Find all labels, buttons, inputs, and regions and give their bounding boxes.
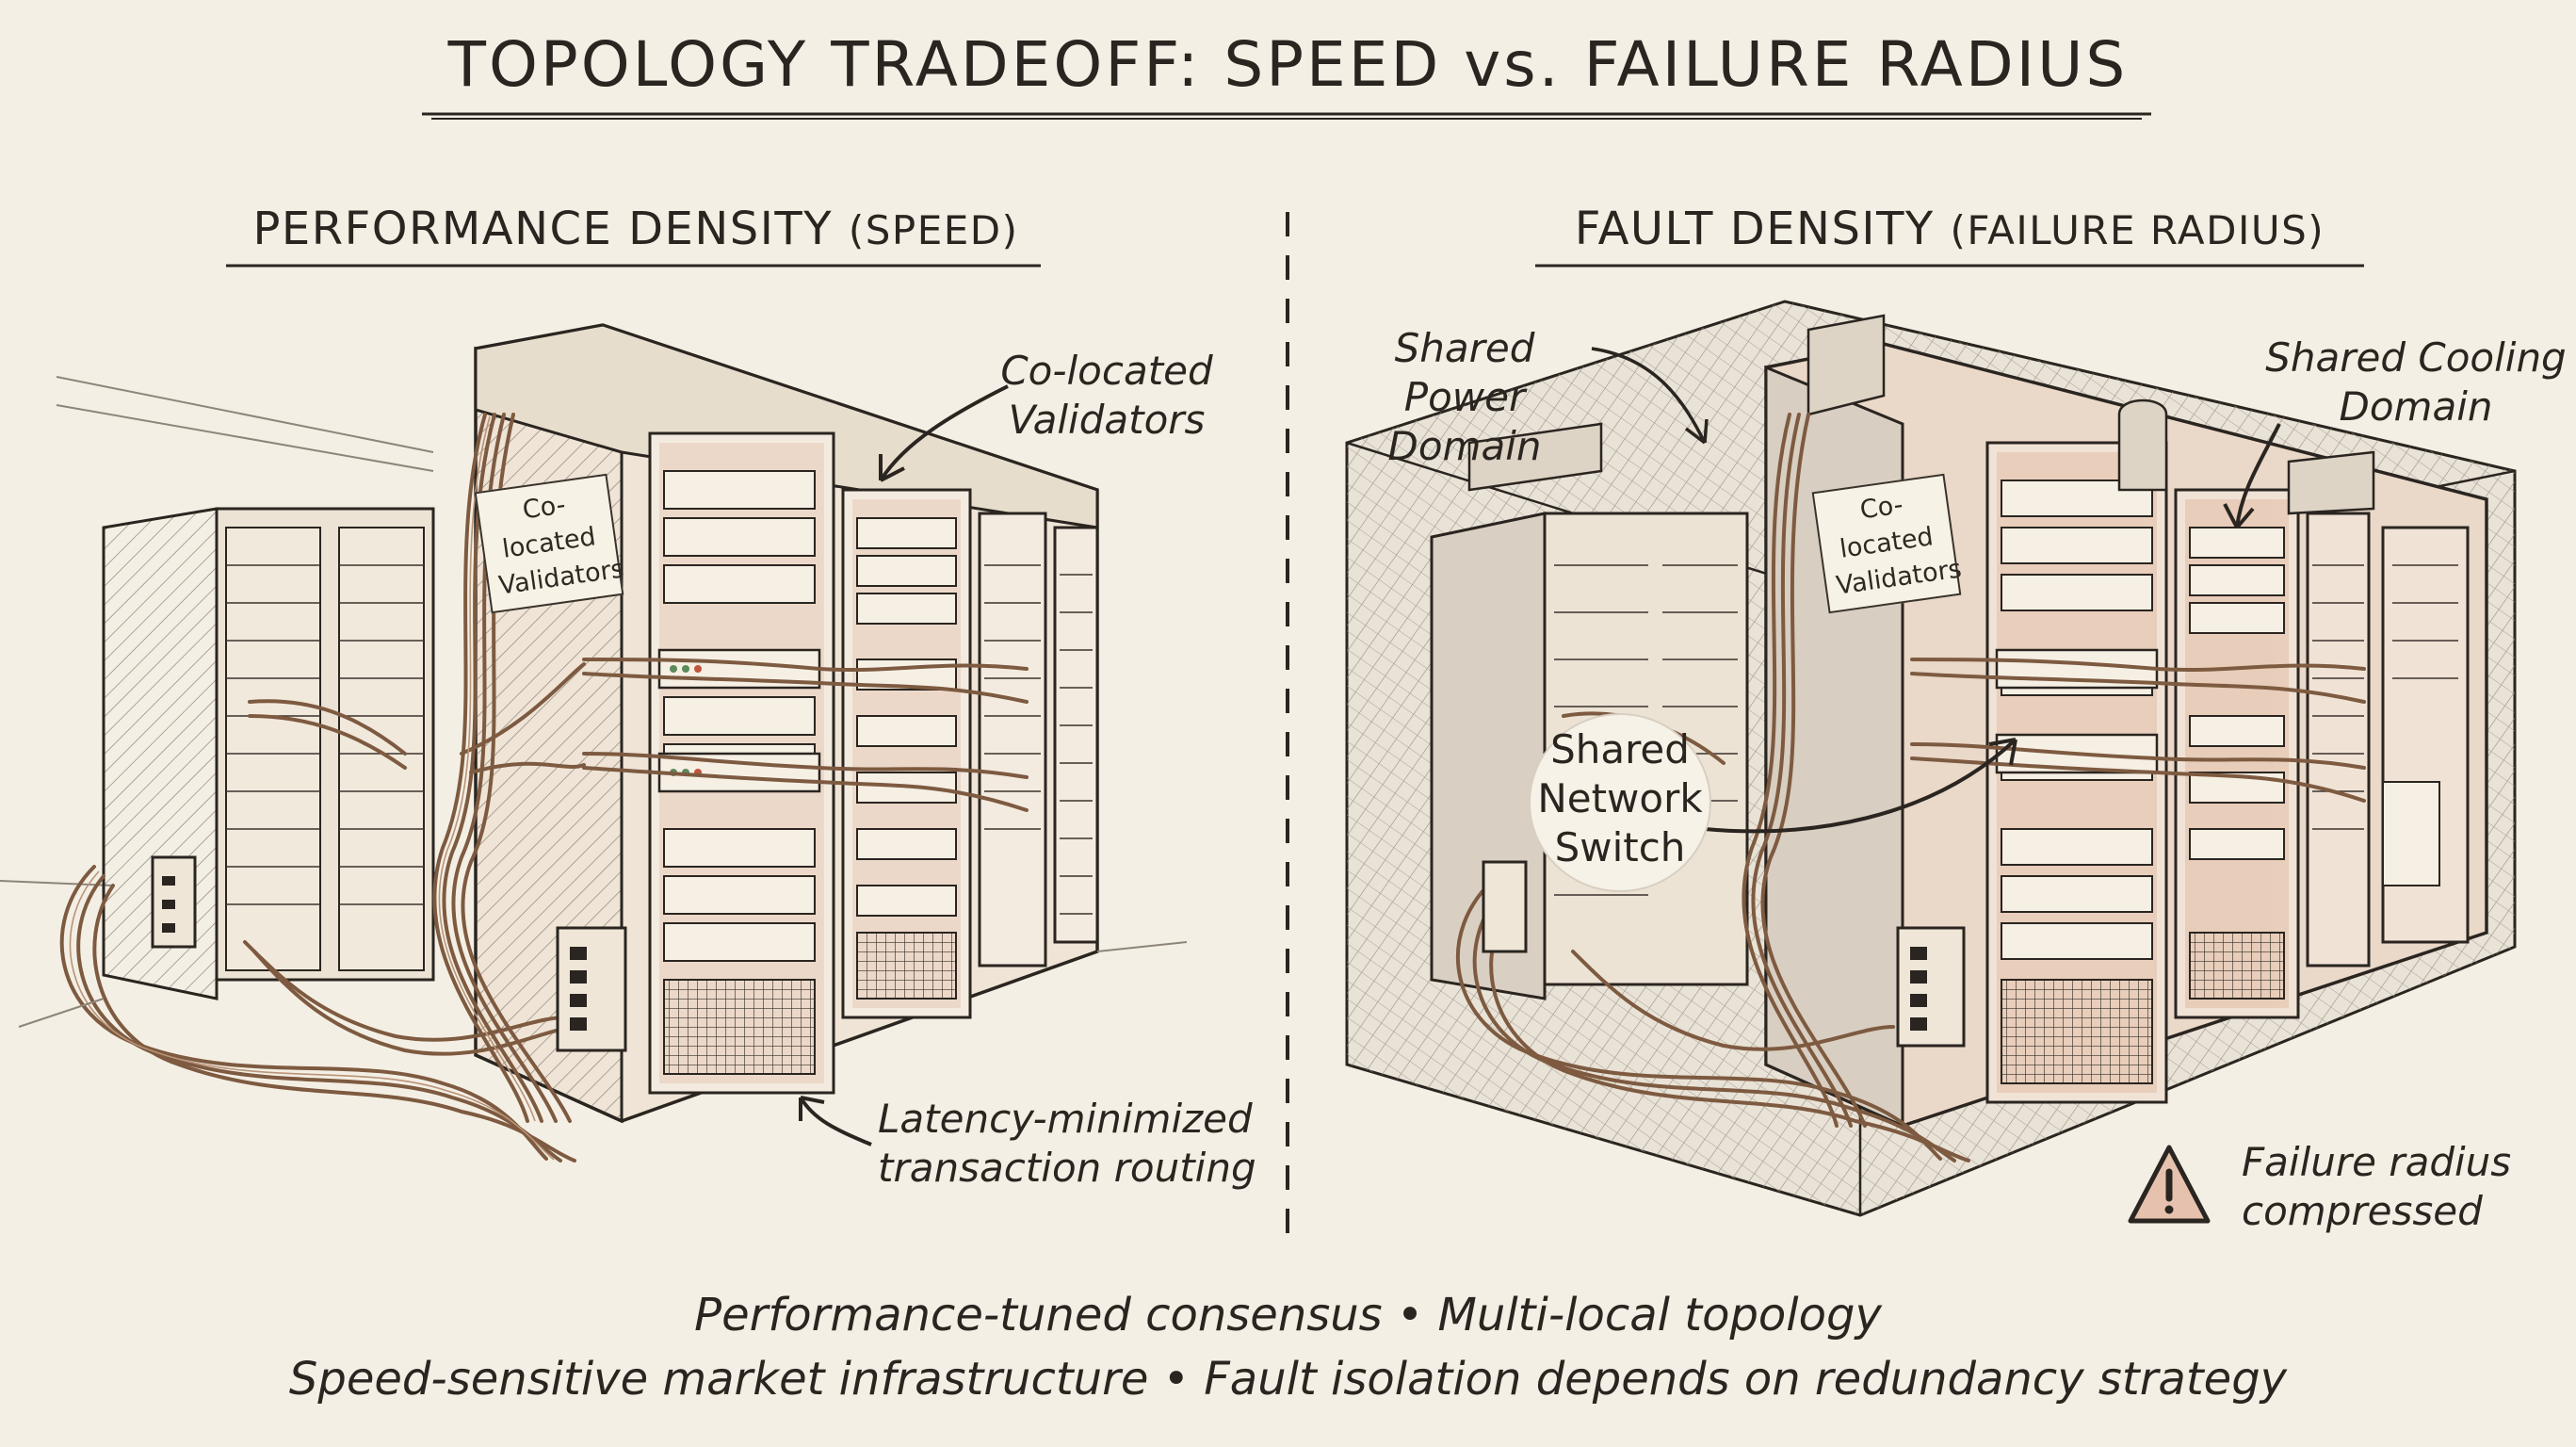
left-rack-sign: Co-located Validators <box>474 473 626 614</box>
footer-line-2: Speed-sensitive market infrastructure • … <box>288 1353 2288 1406</box>
left-server-cluster <box>0 323 1188 1162</box>
title-underline <box>422 112 2151 120</box>
right-server-cluster <box>1345 300 2517 1217</box>
callout-colocated-validators: Co-located Validators <box>1000 348 1213 443</box>
right-panel-heading: FAULT DENSITY (FAILURE RADIUS) <box>1535 203 2364 255</box>
switch-callout-bubble <box>1529 713 1711 892</box>
arrow-switch <box>1704 738 2017 834</box>
callout-failure-radius: Failure radius compressed <box>2242 1139 2512 1234</box>
right-rack-sign: Co-located Validators <box>1811 473 1964 614</box>
footer-line-1: Performance-tuned consensus • Multi-loca… <box>694 1289 1882 1341</box>
right-heading-main: FAULT DENSITY <box>1574 203 1935 255</box>
arrow-power <box>1591 347 1707 444</box>
callout-latency-routing: Latency-minimized transaction routing <box>878 1096 1256 1191</box>
callout-shared-cooling: Shared Cooling Domain <box>2265 334 2567 430</box>
arrow-cooling <box>2235 423 2281 528</box>
arrow-colocated <box>879 384 1009 482</box>
arrow-routing <box>799 1096 872 1146</box>
diagram-title: TOPOLOGY TRADEOFF: SPEED vs. FAILURE RAD… <box>447 28 2129 101</box>
callout-shared-switch: Shared Network Switch <box>1537 726 1703 870</box>
callout-shared-power: Shared Power Domain <box>1387 325 1542 469</box>
left-heading-sub: (SPEED) <box>848 207 1019 253</box>
left-panel-heading: PERFORMANCE DENSITY (SPEED) <box>226 203 1045 255</box>
warning-triangle-icon <box>2128 1145 2211 1224</box>
right-heading-sub: (FAILURE RADIUS) <box>1950 207 2325 253</box>
left-heading-main: PERFORMANCE DENSITY <box>252 203 834 255</box>
